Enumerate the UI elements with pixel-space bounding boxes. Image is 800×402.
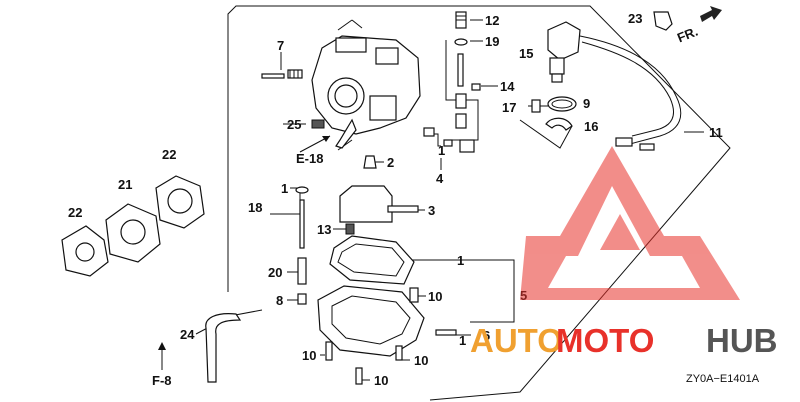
- callout-20: 20: [268, 265, 282, 280]
- gasket-part-1: [329, 235, 415, 285]
- watermark-logo: [520, 146, 740, 300]
- jet-parts: [423, 127, 475, 153]
- callout-10-right: 10: [428, 289, 442, 304]
- float-part-3: [339, 185, 419, 223]
- watermark-hub: HUB: [706, 322, 778, 359]
- clip-part-2: [363, 155, 377, 169]
- watermark-triangle: [520, 146, 740, 300]
- front-direction-arrow: [700, 6, 722, 22]
- callout-3: 3: [428, 203, 435, 218]
- screw-part-25: [311, 119, 325, 129]
- callout-1-rod: 1: [281, 181, 288, 196]
- callout-15: 15: [519, 46, 533, 61]
- callout-10-left: 10: [302, 348, 316, 363]
- callout-13: 13: [317, 222, 331, 237]
- bolt-part-17: [531, 99, 541, 113]
- callout-2: 2: [387, 155, 394, 170]
- wire-harness-part-11: [579, 35, 682, 151]
- diagram-code: ZY0A−E1401A: [686, 373, 760, 385]
- watermark-moto: MOTO: [556, 322, 654, 359]
- reference-arrow-f8: [158, 342, 166, 370]
- callout-1-gasket: 1: [457, 253, 464, 268]
- grommet-part-23: [653, 11, 673, 31]
- watermark-wordmark: AUTO MOTO HUB: [470, 322, 778, 359]
- callout-17: 17: [502, 100, 516, 115]
- direction-label: FR.: [675, 24, 700, 46]
- reference-e18: E-18: [296, 151, 323, 166]
- screw-part-13: [345, 223, 355, 235]
- screw-set-part-7: [261, 69, 303, 79]
- clamp-part-16: [545, 117, 573, 131]
- callout-1-upper: 1: [438, 143, 445, 158]
- rod-part-18: [295, 186, 309, 305]
- callout-14: 14: [500, 79, 515, 94]
- o-ring-part-9: [547, 96, 577, 112]
- insulator-parts: [61, 175, 205, 277]
- watermark-inner-mark: [600, 214, 640, 250]
- callout-6: 6: [483, 328, 490, 343]
- callout-19: 19: [485, 34, 499, 49]
- callout-labels: 12 19 14 7 25 2 1 4 1 18 3 13 20 8 1 5 1…: [68, 11, 760, 388]
- carburetor-body: [311, 19, 421, 149]
- callout-25: 25: [287, 117, 301, 132]
- watermark-auto: AUTO: [470, 322, 563, 359]
- callout-10-mid: 10: [414, 353, 428, 368]
- callout-8: 8: [276, 293, 283, 308]
- callout-11: 11: [709, 125, 723, 140]
- needle-stack: [454, 11, 481, 129]
- callout-18: 18: [248, 200, 262, 215]
- callout-12: 12: [485, 13, 499, 28]
- callout-24: 24: [180, 327, 195, 342]
- diagram-frame: [227, 5, 731, 401]
- callout-4: 4: [436, 171, 444, 186]
- callout-16: 16: [584, 119, 598, 134]
- callout-22-lower: 22: [68, 205, 82, 220]
- solenoid-part-15: [547, 21, 581, 83]
- float-chamber: [317, 285, 457, 385]
- callout-1-lower: 1: [459, 333, 466, 348]
- reference-arrow-e18: [299, 135, 331, 153]
- reference-f8: F-8: [152, 373, 172, 388]
- callout-7: 7: [277, 38, 284, 53]
- callout-23: 23: [628, 11, 642, 26]
- callout-10-bottom: 10: [374, 373, 388, 388]
- hose-part-24: [205, 313, 242, 383]
- callout-22-upper: 22: [162, 147, 176, 162]
- callout-21: 21: [118, 177, 132, 192]
- callout-9: 9: [583, 96, 590, 111]
